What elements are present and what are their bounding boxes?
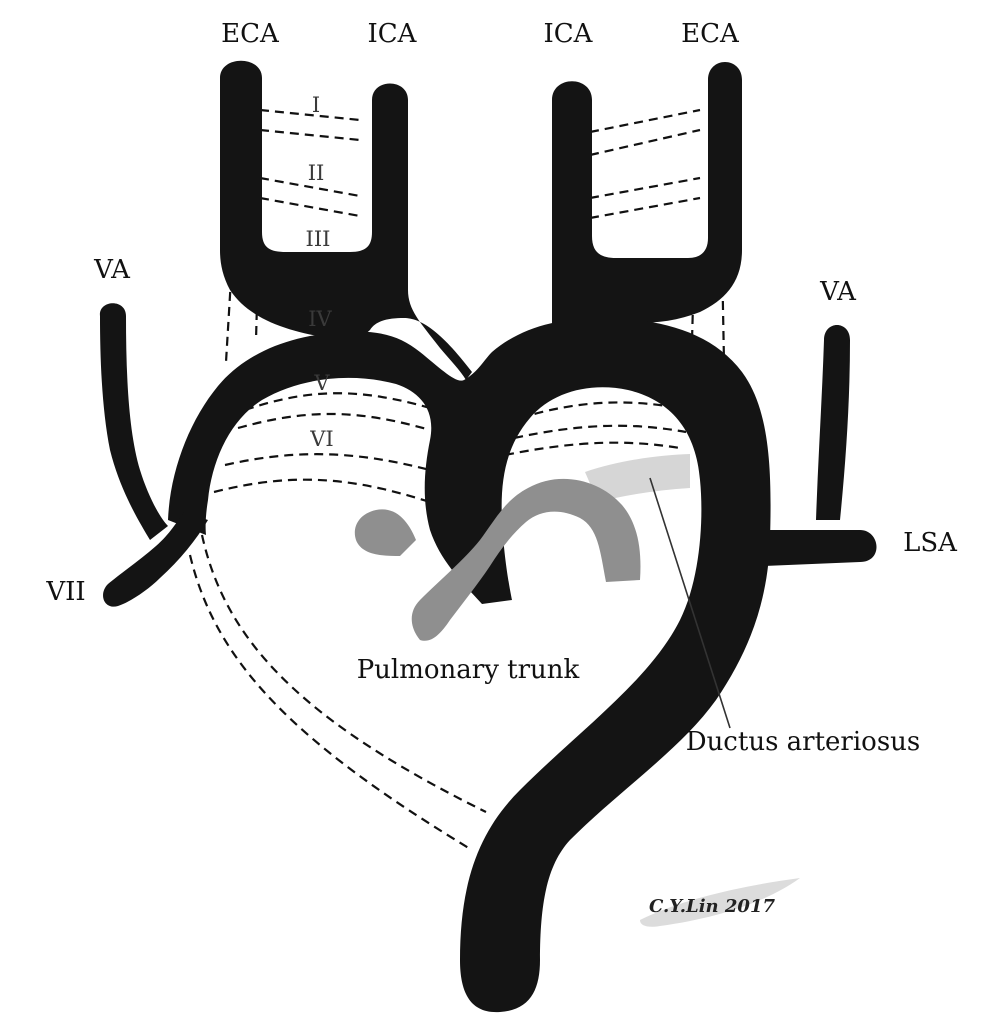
arch-label-III: III — [306, 227, 331, 251]
label-ica-left: ICA — [544, 19, 594, 49]
left-vertebral-artery — [99, 303, 168, 540]
arch-label-I: I — [312, 93, 320, 117]
arch-I-dash-left — [259, 108, 361, 142]
label-pulmonary-trunk: Pulmonary trunk — [357, 655, 580, 685]
arch-label-IV: IV — [308, 307, 332, 331]
label-va-left: VA — [819, 277, 857, 307]
arch-II-dash-left — [259, 176, 361, 218]
regressed-segments — [188, 108, 726, 851]
ductus-arteriosus-shape — [585, 454, 690, 502]
arch-II-dash-right — [589, 176, 701, 220]
label-va-right: VA — [93, 255, 131, 285]
signature-text: C.Y.Lin 2017 — [649, 896, 775, 917]
label-eca-left: ECA — [681, 19, 740, 49]
label-ica-right: ICA — [368, 19, 418, 49]
aortic-arch-body — [168, 318, 771, 1013]
arch-label-V: V — [313, 371, 330, 395]
arch-I-dash-right — [589, 108, 701, 157]
label-ductus-arteriosus: Ductus arteriosus — [686, 727, 921, 757]
seventh-intersegmental-artery — [103, 512, 208, 607]
ductus-leader-line — [649, 477, 731, 729]
label-vii: VII — [45, 577, 85, 607]
right-dorsal-aorta-dash — [188, 534, 487, 851]
label-eca-right: ECA — [221, 19, 280, 49]
arch-VI-dash-right — [504, 441, 681, 457]
signature-swoosh — [640, 878, 800, 927]
arch-label-II: II — [308, 161, 325, 185]
arch-V-dash-left — [237, 392, 431, 432]
vessels — [99, 60, 877, 1013]
pulmonary-trunk-shape — [354, 478, 641, 641]
right-vertebral-artery — [816, 325, 850, 520]
right-carotid-fork — [552, 62, 742, 338]
left-subclavian-artery — [764, 530, 877, 566]
left-carotid-fork — [220, 60, 472, 380]
label-lsa: LSA — [903, 528, 958, 558]
arch-label-VI: VI — [309, 427, 333, 451]
arch-VI-dash-left — [213, 453, 431, 504]
